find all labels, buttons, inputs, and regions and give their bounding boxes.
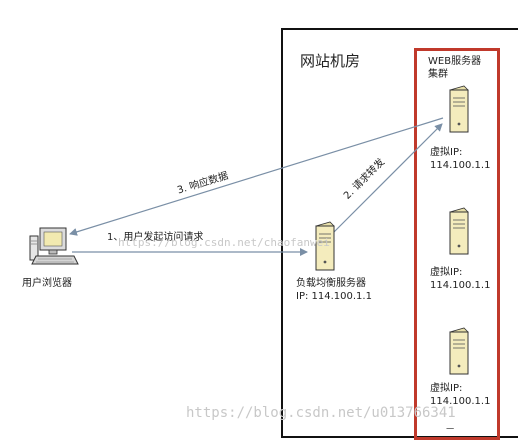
partial-bottom-text: ㅡ: [446, 425, 455, 435]
browser-label: 用户浏览器: [22, 278, 72, 289]
watermark-bottom: https://blog.csdn.net/u013766341: [186, 405, 456, 421]
web-server-icon-1: [449, 85, 469, 133]
computer-icon: [29, 227, 79, 265]
web-server-icon-3: [449, 327, 469, 375]
web-server-icon-2: [449, 207, 469, 255]
forward-arrow: [333, 123, 443, 233]
virtual-ip-value-1: 114.100.1.1: [430, 160, 491, 171]
load-balancer-server-icon: [315, 221, 335, 271]
response-arrow: [69, 117, 444, 236]
cluster-title-line1: WEB服务器: [428, 56, 482, 67]
virtual-ip-value-2: 114.100.1.1: [430, 280, 491, 291]
step1-label: 1、用户发起访问请求: [107, 232, 204, 243]
virtual-ip-value-3: 114.100.1.1: [430, 396, 491, 407]
cluster-title-line2: 集群: [428, 69, 448, 80]
virtual-ip-label-3: 虚拟IP:: [430, 383, 463, 394]
load-balancer-ip: IP: 114.100.1.1: [296, 291, 372, 302]
watermark-middle: https://blog.csdn.net/chaofanwei: [118, 236, 330, 249]
load-balancer-label: 负载均衡服务器: [296, 278, 366, 289]
datacenter-title: 网站机房: [300, 52, 361, 70]
virtual-ip-label-2: 虚拟IP:: [430, 267, 463, 278]
virtual-ip-label-1: 虚拟IP:: [430, 147, 463, 158]
